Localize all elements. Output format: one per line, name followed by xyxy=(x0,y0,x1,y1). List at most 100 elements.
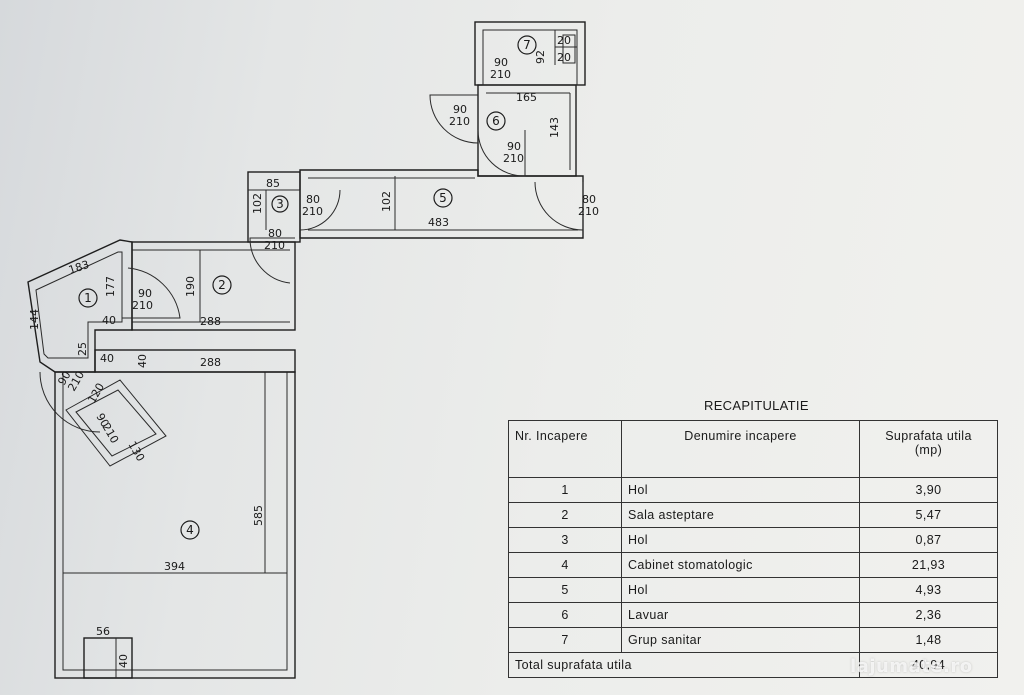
door-swing-6b xyxy=(477,129,526,177)
door-width: 90 xyxy=(453,103,467,116)
total-row: Total suprafata utila 40,94 xyxy=(508,652,998,678)
door-swing-entry xyxy=(39,371,101,433)
room-1-outline xyxy=(27,239,133,373)
cell-name: Lavuar xyxy=(621,602,860,628)
dim-label: 394 xyxy=(164,560,185,573)
room-number: 7 xyxy=(523,38,531,52)
cell-area: 3,90 xyxy=(859,477,998,503)
table-row: 6 Lavuar 2,36 xyxy=(508,602,998,628)
cell-area: 21,93 xyxy=(859,552,998,578)
dim-label: 585 xyxy=(252,505,265,526)
cell-nr: 2 xyxy=(508,502,622,528)
door-labels: 90 210 80 210 80 210 80 210 90 210 90 21… xyxy=(55,56,599,446)
cell-name: Sala asteptare xyxy=(621,502,860,528)
room-number: 3 xyxy=(276,197,284,211)
cell-name: Hol xyxy=(621,527,860,553)
table-header-row: Nr. Incapere Denumire incapere Suprafata… xyxy=(508,420,998,478)
door-swings xyxy=(39,94,584,467)
room-number: 4 xyxy=(186,523,194,537)
dim-label: 102 xyxy=(251,193,264,214)
dim-label: 56 xyxy=(96,625,110,638)
door-height: 210 xyxy=(578,205,599,218)
dim-label: 20 xyxy=(557,34,571,47)
dim-label: 20 xyxy=(557,51,571,64)
room-number: 1 xyxy=(84,291,92,305)
cell-nr: 4 xyxy=(508,552,622,578)
cell-nr: 3 xyxy=(508,527,622,553)
dim-label: 288 xyxy=(200,315,221,328)
door-width: 90 xyxy=(138,287,152,300)
entry-vestibule xyxy=(65,379,167,467)
door-height: 210 xyxy=(264,239,285,252)
table-row: 5 Hol 4,93 xyxy=(508,577,998,603)
dim-label: 25 xyxy=(76,342,89,356)
cell-name: Hol xyxy=(621,477,860,503)
table-row: 7 Grup sanitar 1,48 xyxy=(508,627,998,653)
table-row: 3 Hol 0,87 xyxy=(508,527,998,553)
cell-nr: 1 xyxy=(508,477,622,503)
header-area-line1: Suprafata utila xyxy=(885,429,972,443)
door-width: 90 xyxy=(93,411,111,430)
door-width: 80 xyxy=(268,227,282,240)
header-name: Denumire incapere xyxy=(621,420,860,478)
sink-block xyxy=(83,637,133,679)
door-height: 210 xyxy=(503,152,524,165)
door-swing-3b xyxy=(299,189,341,231)
dim-label: 190 xyxy=(184,276,197,297)
dim-label: 177 xyxy=(104,276,117,297)
cell-area: 4,93 xyxy=(859,577,998,603)
dim-label: 183 xyxy=(67,258,91,277)
dim-label: 102 xyxy=(380,191,393,212)
door-height: 210 xyxy=(490,68,511,81)
dim-label: 40 xyxy=(117,654,130,668)
cell-area: 0,87 xyxy=(859,527,998,553)
dim-label: 288 xyxy=(200,356,221,369)
cell-area: 5,47 xyxy=(859,502,998,528)
door-swing-5 xyxy=(534,181,584,231)
dim-label: 40 xyxy=(100,352,114,365)
dim-label: 144 xyxy=(28,309,41,330)
door-height: 210 xyxy=(302,205,323,218)
dim-label: 143 xyxy=(548,117,561,138)
dim-label: 165 xyxy=(516,91,537,104)
door-width: 80 xyxy=(582,193,596,206)
door-swing-1 xyxy=(122,267,181,319)
cell-nr: 7 xyxy=(508,627,622,653)
dim-label: 40 xyxy=(102,314,116,327)
cell-name: Hol xyxy=(621,577,860,603)
room-number: 5 xyxy=(439,191,447,205)
table-row: 1 Hol 3,90 xyxy=(508,477,998,503)
dim-label: 130 xyxy=(125,439,147,464)
door-height: 210 xyxy=(449,115,470,128)
total-label: Total suprafata utila xyxy=(508,652,860,678)
header-area: Suprafata utila (mp) xyxy=(859,420,998,478)
dim-label: 40 xyxy=(136,354,149,368)
cell-area: 2,36 xyxy=(859,602,998,628)
cell-nr: 6 xyxy=(508,602,622,628)
total-value: 40,94 xyxy=(859,652,998,678)
header-area-line2: (mp) xyxy=(914,443,943,457)
plan-walls xyxy=(27,21,586,679)
dim-label: 120 xyxy=(85,381,107,406)
table-row: 4 Cabinet stomatologic 21,93 xyxy=(508,552,998,578)
header-nr: Nr. Incapere xyxy=(508,420,622,478)
watermark-logo: lajumate.ro xyxy=(850,656,973,677)
door-width: 80 xyxy=(306,193,320,206)
recap-title: RECAPITULATIE xyxy=(704,398,809,413)
cell-name: Cabinet stomatologic xyxy=(621,552,860,578)
door-width: 90 xyxy=(507,140,521,153)
table-row: 2 Sala asteptare 5,47 xyxy=(508,502,998,528)
cell-nr: 5 xyxy=(508,577,622,603)
room-number: 2 xyxy=(218,278,226,292)
door-swing-3 xyxy=(249,237,295,284)
dim-label: 483 xyxy=(428,216,449,229)
dim-label: 85 xyxy=(266,177,280,190)
room-number: 6 xyxy=(492,114,500,128)
recap-table: Nr. Incapere Denumire incapere Suprafata… xyxy=(508,420,998,678)
door-height: 210 xyxy=(132,299,153,312)
room-markers: 1 2 3 4 5 6 7 xyxy=(78,35,537,540)
door-swing-6a xyxy=(429,94,479,144)
cell-name: Grup sanitar xyxy=(621,627,860,653)
door-width: 90 xyxy=(494,56,508,69)
